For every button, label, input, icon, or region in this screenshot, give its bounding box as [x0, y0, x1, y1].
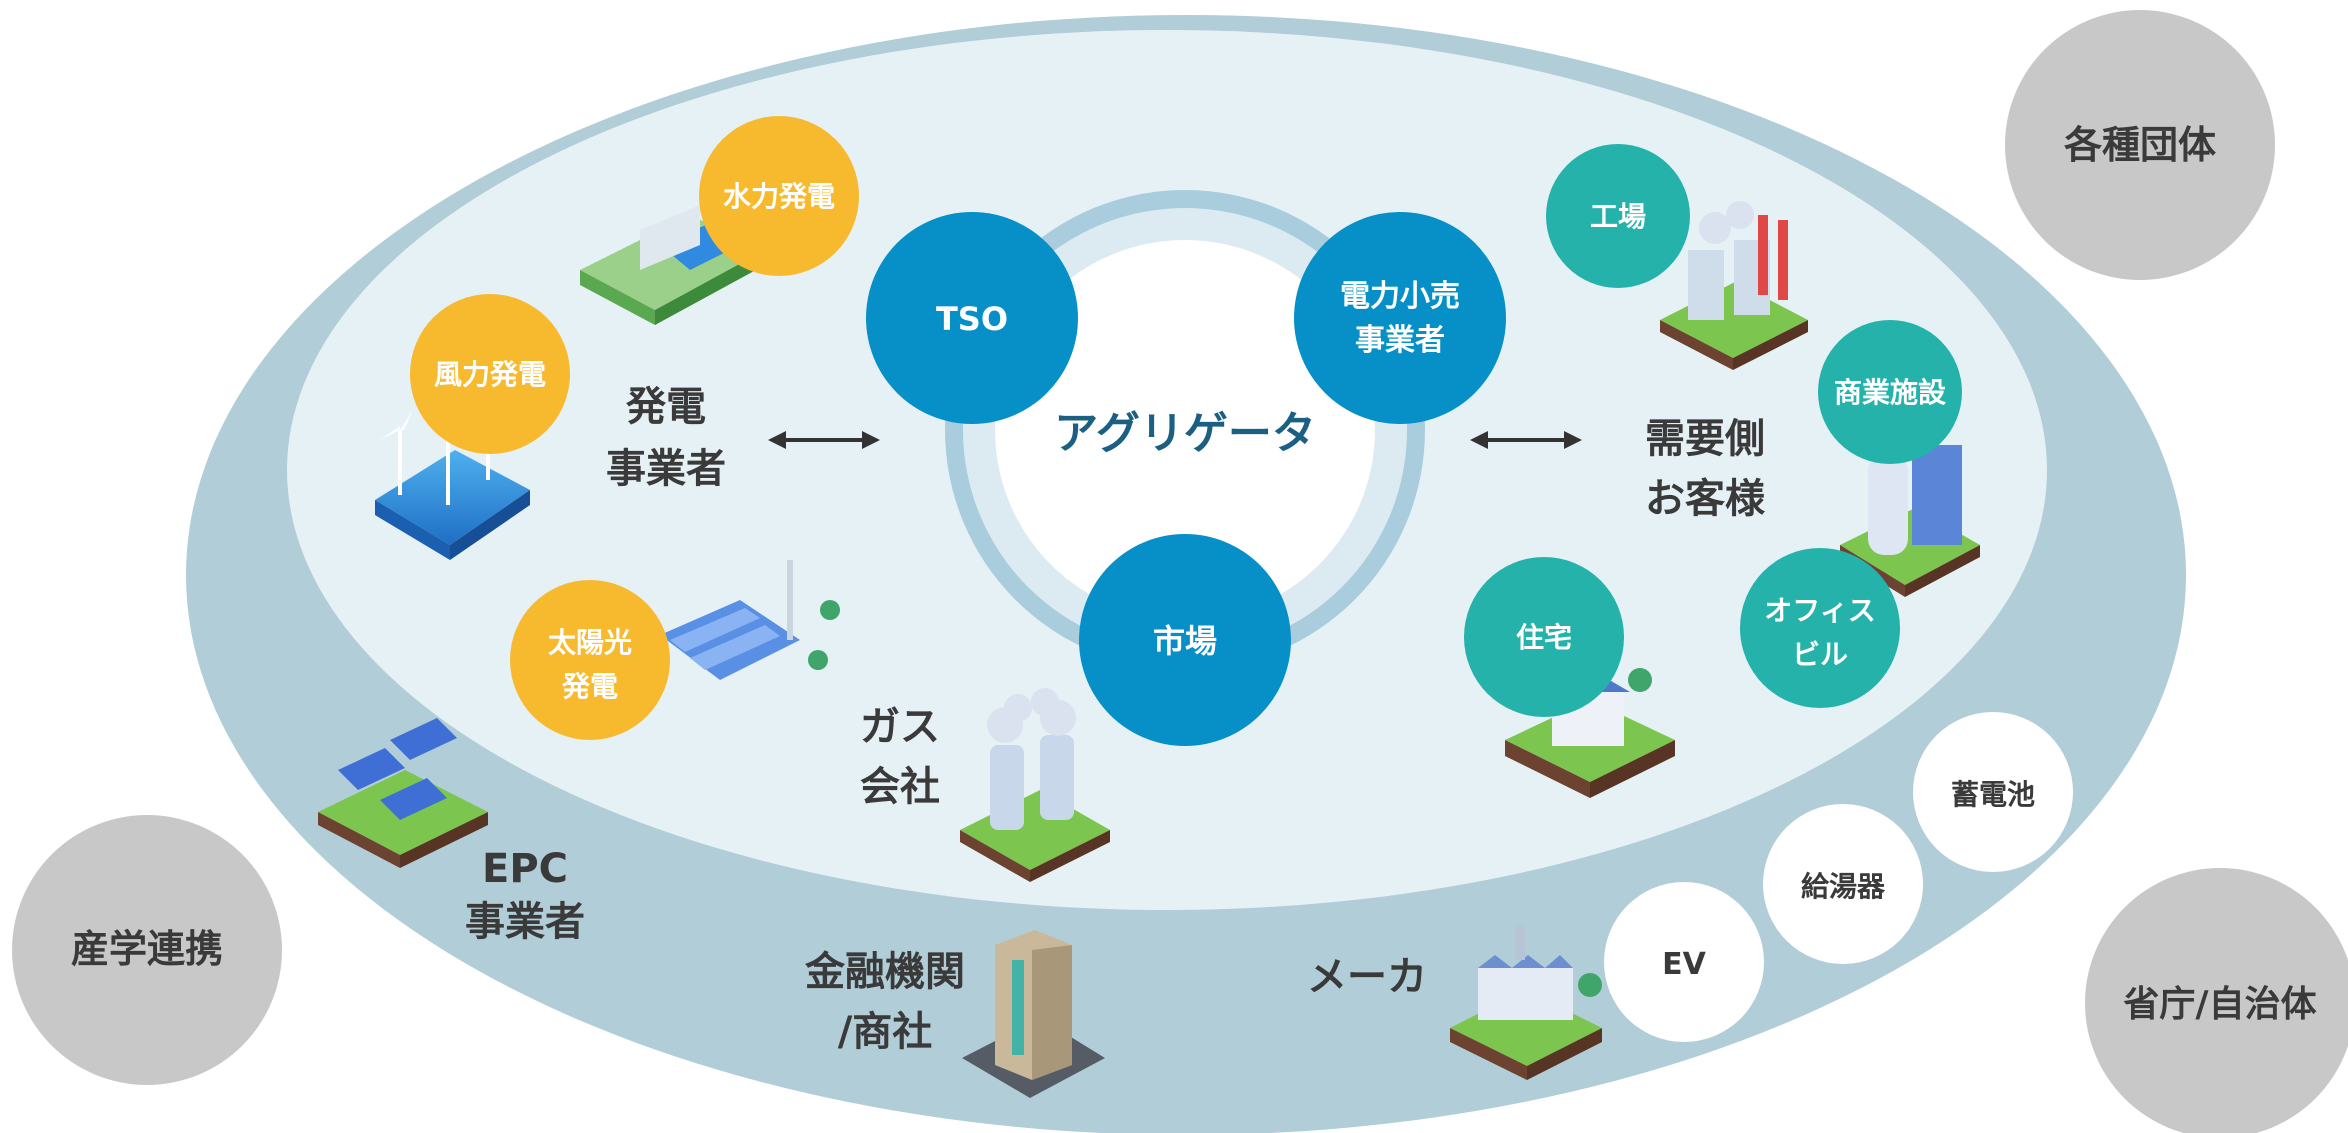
retail-node[interactable]: 電力小売 事業者	[1294, 212, 1506, 424]
demand-arrow	[1470, 431, 1582, 449]
industry-academia-label: 産学連携	[71, 927, 223, 971]
office-label-line1: オフィス	[1764, 594, 1875, 627]
government-label: 省庁/自治体	[2123, 984, 2316, 1025]
wind-node[interactable]: 風力発電	[410, 294, 570, 454]
aggregator-label: アグリゲータ	[1054, 408, 1316, 459]
retail-label-line1: 電力小売	[1340, 279, 1460, 314]
market-label: 市場	[1153, 622, 1217, 660]
solar-node[interactable]: 太陽光 発電	[510, 580, 670, 740]
wind-label: 風力発電	[434, 358, 546, 391]
supply-arrow	[768, 431, 880, 449]
epc-solar-illustration	[318, 718, 488, 868]
house-label: 住宅	[1516, 621, 1572, 654]
generator-label-line1: 発電	[626, 384, 706, 430]
ev-node[interactable]: EV	[1604, 882, 1764, 1042]
tso-label: TSO	[936, 300, 1008, 338]
solar-label-line1: 太陽光	[548, 626, 632, 659]
factory-node[interactable]: 工場	[1546, 144, 1690, 288]
gas-label-line2: 会社	[860, 764, 940, 810]
factory-illustration	[1660, 201, 1808, 370]
epc-label-line2: 事業者	[465, 899, 585, 945]
office-node[interactable]: オフィス ビル	[1740, 548, 1900, 708]
hydro-label: 水力発電	[723, 180, 835, 213]
water-heater-label: 給湯器	[1801, 870, 1886, 903]
associations-node[interactable]: 各種団体	[2005, 10, 2275, 280]
tso-node[interactable]: TSO	[866, 212, 1078, 424]
retail-label-line2: 事業者	[1355, 323, 1445, 358]
commercial-label: 商業施設	[1834, 376, 1947, 409]
maker-factory-illustration	[1450, 925, 1602, 1080]
industry-academia-node[interactable]: 産学連携	[12, 815, 282, 1085]
battery-node[interactable]: 蓄電池	[1913, 712, 2073, 872]
demand-label-line2: お客様	[1645, 476, 1766, 522]
government-node[interactable]: 省庁/自治体	[2085, 868, 2348, 1133]
finance-building-illustration	[962, 930, 1105, 1098]
hydro-node[interactable]: 水力発電	[699, 116, 859, 276]
solar-plant-illustration	[660, 560, 840, 680]
water-heater-node[interactable]: 給湯器	[1763, 804, 1923, 964]
aggregator-core	[995, 240, 1375, 620]
ev-label: EV	[1662, 947, 1706, 982]
market-node[interactable]: 市場	[1079, 534, 1291, 746]
generator-label-line2: 事業者	[606, 446, 726, 492]
maker-label: メーカ	[1307, 954, 1427, 1000]
solar-label-line2: 発電	[561, 670, 618, 703]
demand-label-line1: 需要側	[1645, 416, 1765, 462]
epc-label-line1: EPC	[482, 846, 568, 892]
commercial-node[interactable]: 商業施設	[1818, 320, 1962, 464]
finance-label-line2: /商社	[838, 1009, 933, 1055]
finance-label-line1: 金融機関	[804, 949, 965, 995]
office-label-line2: ビル	[1792, 638, 1848, 671]
gas-plant-illustration	[960, 688, 1110, 882]
associations-label: 各種団体	[2064, 123, 2216, 167]
battery-label: 蓄電池	[1951, 778, 2035, 811]
house-node[interactable]: 住宅	[1464, 557, 1624, 717]
wind-farm-illustration	[375, 397, 530, 560]
factory-label: 工場	[1590, 200, 1646, 233]
gas-label-line1: ガス	[860, 704, 940, 750]
